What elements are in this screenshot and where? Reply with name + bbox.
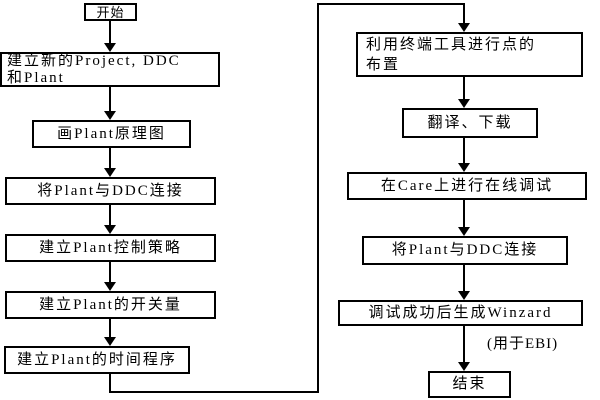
connector-top-segment [317, 3, 465, 5]
arrow-create-project-to-draw [104, 87, 116, 120]
flow-node-control-strategy: 建立Plant控制策略 [5, 234, 216, 262]
arrow-connector-to-terminal-points [458, 4, 470, 32]
arrow-draw-to-connect1 [104, 148, 116, 177]
arrow-start-to-create-project [104, 19, 116, 52]
arrow-switch-to-time-program [104, 319, 116, 346]
flow-node-terminal-points: 利用终端工具进行点的 布置 [356, 32, 583, 77]
arrow-strategy-to-switch [104, 262, 116, 291]
flow-node-draw-plant-diagram: 画Plant原理图 [32, 120, 191, 148]
connector-down-segment [109, 374, 111, 393]
flow-node-switch-quantity: 建立Plant的开关量 [5, 291, 216, 319]
flow-node-online-debug-care: 在Care上进行在线调试 [347, 172, 587, 200]
flow-node-create-project: 建立新的Project, DDC 和Plant [0, 52, 220, 87]
flow-node-translate-download: 翻译、下载 [402, 108, 538, 138]
connector-bottom-segment [109, 391, 319, 393]
flow-node-time-program: 建立Plant的时间程序 [4, 346, 190, 374]
arrow-connect1-to-strategy [104, 205, 116, 234]
arrow-connect2-to-winzard [458, 265, 470, 300]
arrow-winzard-to-end [458, 326, 470, 371]
arrow-translate-to-debug [458, 138, 470, 172]
flow-node-connect-plant-ddc-2: 将Plant与DDC连接 [362, 236, 568, 265]
flow-node-end: 结束 [428, 371, 511, 398]
flow-node-connect-plant-ddc-1: 将Plant与DDC连接 [5, 177, 216, 205]
arrow-debug-to-connect2 [458, 200, 470, 236]
annotation-for-ebi: (用于EBI) [487, 336, 559, 352]
flow-node-generate-winzard: 调试成功后生成Winzard [338, 300, 583, 326]
arrow-terminal-to-translate [458, 77, 470, 108]
connector-up-segment [317, 3, 319, 393]
